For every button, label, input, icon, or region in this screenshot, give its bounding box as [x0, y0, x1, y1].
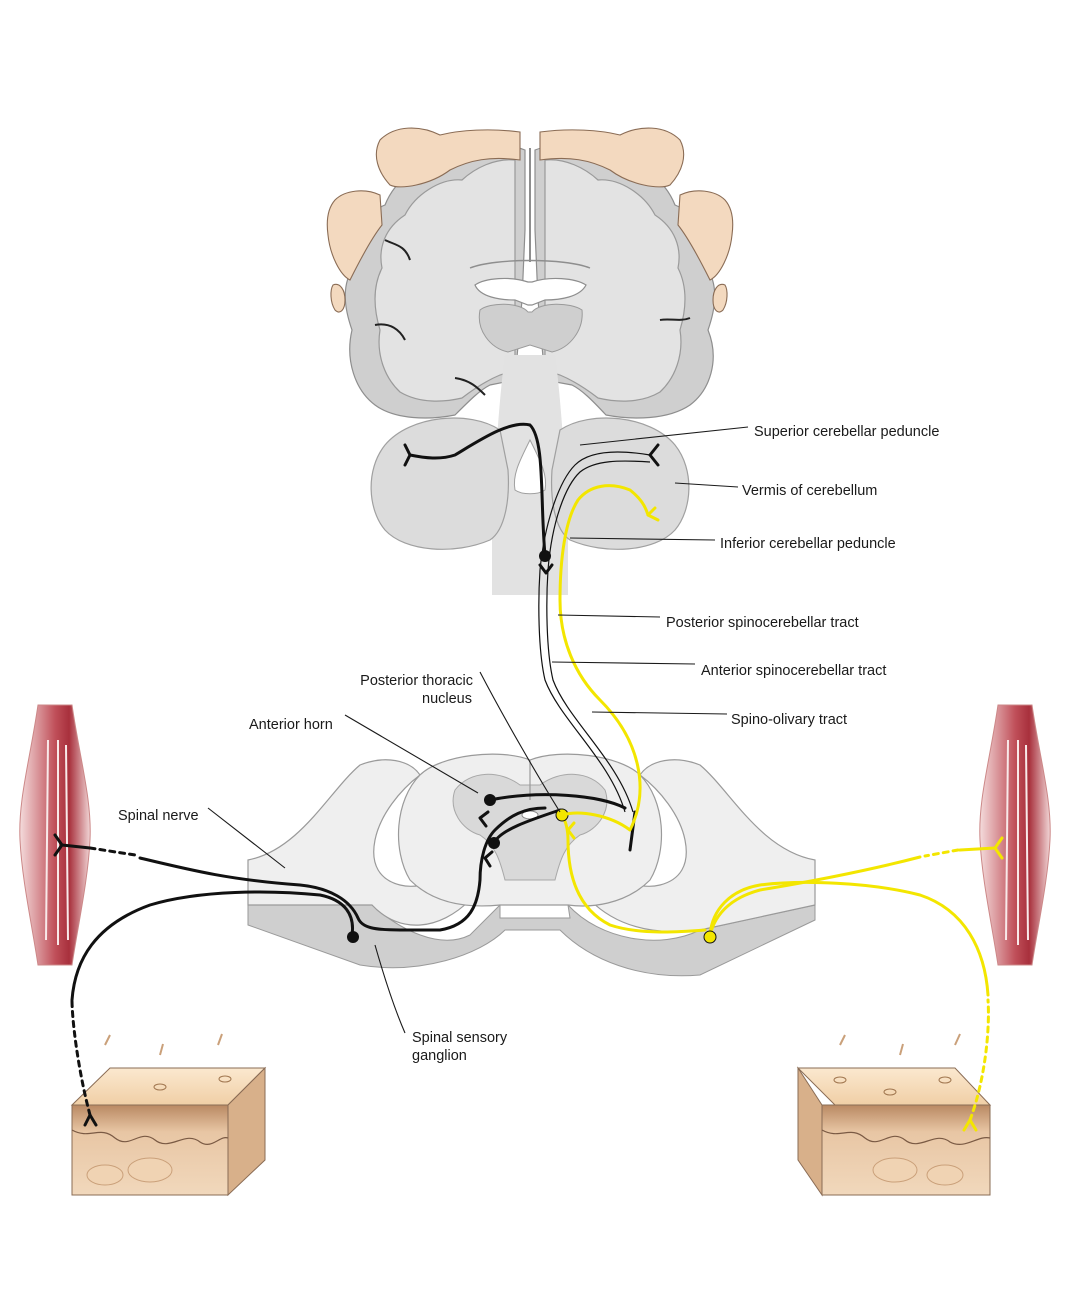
brainstem-relay-cell	[539, 550, 551, 562]
label-superior-cerebellar-peduncle: Superior cerebellar peduncle	[754, 424, 939, 440]
yellow-ganglion-cell	[703, 930, 717, 944]
skin-block-right	[796, 1033, 992, 1197]
label-anterior-horn: Anterior horn	[249, 717, 333, 733]
label-inferior-cerebellar-peduncle: Inferior cerebellar peduncle	[720, 536, 896, 552]
label-vermis-of-cerebellum: Vermis of cerebellum	[742, 483, 877, 499]
label-posterior-thoracic-nucleus-line1: Posterior thoracic	[360, 673, 473, 689]
left-hemisphere-white	[374, 159, 516, 402]
spinal-cord-section	[247, 753, 816, 977]
spinal-nerve-right-root	[589, 759, 816, 933]
yellow-pathway	[555, 484, 1004, 1132]
leader-lines	[207, 426, 749, 1034]
cortex-sulci	[374, 239, 691, 396]
skin-block-left	[70, 1033, 267, 1197]
label-spinal-nerve: Spinal nerve	[118, 808, 199, 824]
thalamus	[478, 303, 583, 353]
label-spino-olivary-tract: Spino-olivary tract	[731, 712, 847, 728]
label-posterior-thoracic-nucleus-line2: nucleus	[422, 691, 472, 707]
brain-section	[344, 145, 716, 595]
label-spinal-sensory-ganglion-line1: Spinal sensory	[412, 1030, 508, 1046]
label-anterior-spinocerebellar-tract: Anterior spinocerebellar tract	[701, 663, 886, 679]
homunculus-right	[539, 127, 734, 313]
lateral-ventricles	[474, 277, 587, 306]
fourth-ventricle	[513, 438, 547, 495]
spinal-sensory-ganglion-cell	[347, 931, 359, 943]
spinal-nerve-left-root	[247, 759, 471, 926]
label-spinal-sensory-ganglion-line2: ganglion	[412, 1048, 467, 1064]
cerebellum-right-hemisphere	[550, 417, 690, 550]
cerebellum-left-hemisphere	[370, 417, 510, 550]
label-posterior-spinocerebellar-tract: Posterior spinocerebellar tract	[666, 615, 859, 631]
muscle-right	[979, 704, 1051, 966]
homunculus-left	[326, 127, 521, 313]
black-pathway	[53, 422, 660, 1127]
corpus-callosum	[469, 259, 591, 269]
spinal-cord-side	[247, 903, 816, 977]
right-hemisphere-white	[544, 159, 686, 402]
